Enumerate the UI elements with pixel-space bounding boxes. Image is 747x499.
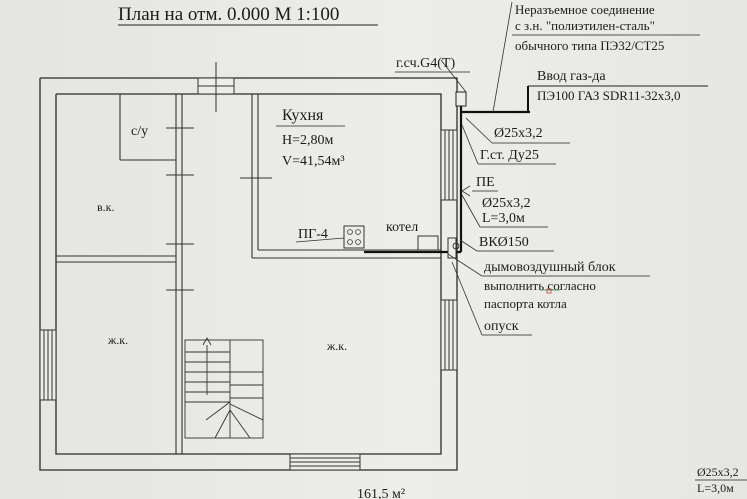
joint-note-line3: обычного типа ПЭ32/СТ25 xyxy=(515,38,664,53)
meter-label: г.сч.G4(Т) xyxy=(396,56,455,71)
stove-label: ПГ-4 xyxy=(298,227,328,242)
pipe-length-leader xyxy=(461,194,481,228)
boiler-symbol xyxy=(417,235,439,251)
smoke-note-line1: дымовоздушный блок xyxy=(484,260,616,275)
joint-note-line1: Неразъемное соединение xyxy=(515,2,655,17)
chimney-block xyxy=(447,237,457,259)
joint-note-line2: с з.н. "полиэтилен-сталь" xyxy=(515,18,655,33)
stove-burners xyxy=(347,229,361,245)
footer-length: L=3,0м xyxy=(697,481,734,495)
smoke-leader xyxy=(447,253,483,277)
pipe-size-1-leader xyxy=(465,117,493,144)
kitchen-height: Н=2,80м xyxy=(282,133,334,148)
vk-diameter: ВКØ150 xyxy=(479,235,529,250)
door-ticks xyxy=(166,127,272,291)
footer-area: 161,5 м² xyxy=(357,487,405,499)
footer-pipe-size: Ø25х3,2 xyxy=(697,465,739,479)
zhk-right-label: ж.к. xyxy=(326,339,347,353)
kitchen-label: Кухня xyxy=(282,107,324,124)
wc-label: с/у xyxy=(131,124,148,139)
joint-leader xyxy=(492,1,513,113)
valve-label: Г.ст. Ду25 xyxy=(480,148,539,163)
inlet-title: Ввод газ-да xyxy=(537,69,606,84)
pipe-size-1: Ø25х3,2 xyxy=(494,126,543,141)
pe-arrow-icon xyxy=(461,185,471,197)
drop-label: опуск xyxy=(484,319,519,334)
stairs xyxy=(184,337,264,439)
window-left xyxy=(39,329,57,401)
zhk-left-label: ж.к. xyxy=(107,333,128,347)
pe-label: ПЕ xyxy=(476,175,495,190)
gas-pipe xyxy=(364,96,530,254)
pipe-length: L=3,0м xyxy=(482,211,525,226)
window-bottom xyxy=(289,453,361,471)
boiler-label: котел xyxy=(386,220,418,235)
vk-label: в.к. xyxy=(97,200,115,214)
interior-walls xyxy=(56,94,441,454)
meter-leader xyxy=(440,59,467,93)
stove-leader xyxy=(295,237,345,243)
gas-meter-symbol xyxy=(455,91,467,107)
window-right xyxy=(440,129,458,371)
pipe-size-2: Ø25х3,2 xyxy=(482,196,531,211)
kitchen-volume: V=41,54м³ xyxy=(282,154,345,169)
drawing-title: План на отм. 0.000 М 1:100 xyxy=(118,4,339,25)
stove-symbol xyxy=(343,225,365,249)
smoke-note-line2: выполнить согласно xyxy=(484,278,596,293)
window-top xyxy=(197,62,235,112)
chimney-opening xyxy=(452,242,460,250)
inlet-spec: ПЭ100 ГАЗ SDR11-32х3,0 xyxy=(537,88,681,103)
outer-walls xyxy=(39,77,458,471)
drop-leader xyxy=(451,261,483,336)
red-mark xyxy=(546,288,552,294)
valve-leader xyxy=(461,124,479,165)
vk-leader xyxy=(459,239,478,252)
smoke-note-line3: паспорта котла xyxy=(484,296,567,311)
